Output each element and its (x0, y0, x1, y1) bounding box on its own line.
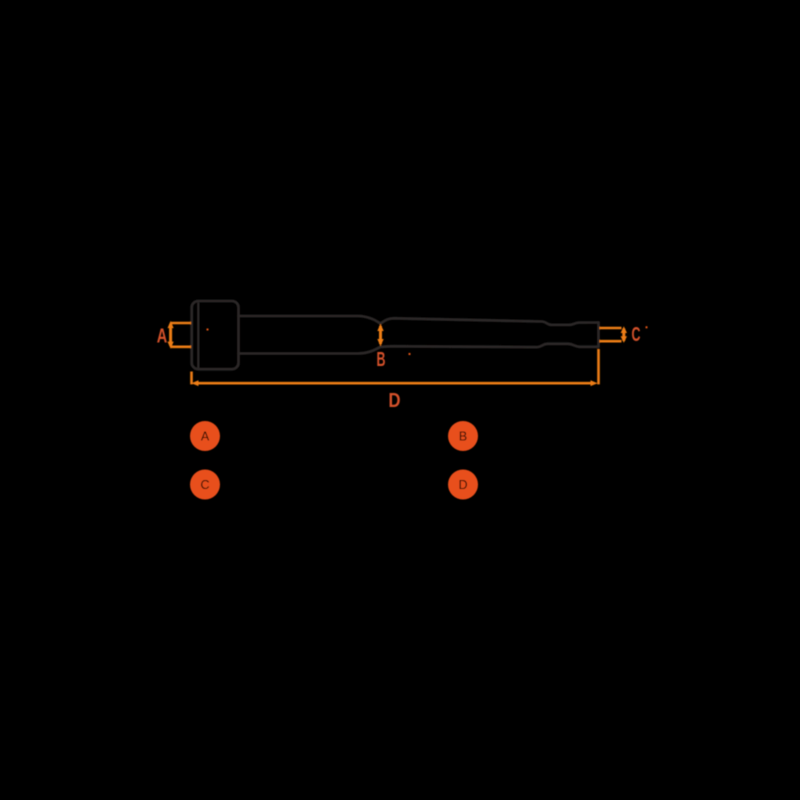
svg-text:D: D (389, 390, 401, 412)
svg-text:B: B (377, 349, 386, 371)
svg-text:C: C (200, 478, 209, 492)
svg-text:A: A (201, 429, 210, 443)
svg-text:B: B (459, 429, 467, 443)
svg-text:A: A (157, 326, 168, 348)
svg-text:D: D (458, 478, 467, 492)
svg-text:C: C (632, 324, 641, 346)
